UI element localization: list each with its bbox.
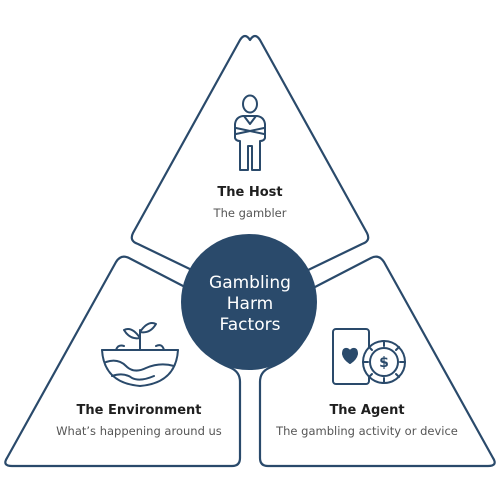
center-label-line1: Gambling (209, 273, 291, 293)
environment-title: The Environment (77, 403, 202, 418)
agent-subtitle: The gambling activity or device (275, 424, 458, 438)
card-chip-icon (332, 328, 406, 385)
dollar-sign-icon: $ (379, 355, 389, 371)
host-title: The Host (217, 185, 282, 200)
agent-panel: $ The Agent The gambling activity or dev… (258, 255, 496, 468)
center-label-line2: Harm (227, 294, 273, 314)
center-circle (181, 234, 317, 370)
person-crossed-arms-icon (234, 94, 266, 171)
center-hub: Gambling Harm Factors (181, 234, 317, 370)
agent-title: The Agent (329, 403, 404, 418)
host-subtitle: The gambler (213, 206, 287, 220)
environment-subtitle: What’s happening around us (56, 424, 222, 438)
host-panel: The Host The gambler (130, 34, 370, 276)
environment-panel: The Environment What’s happening around … (4, 255, 242, 468)
center-label-line3: Factors (220, 315, 281, 335)
soil-sprout-icon (101, 322, 179, 387)
